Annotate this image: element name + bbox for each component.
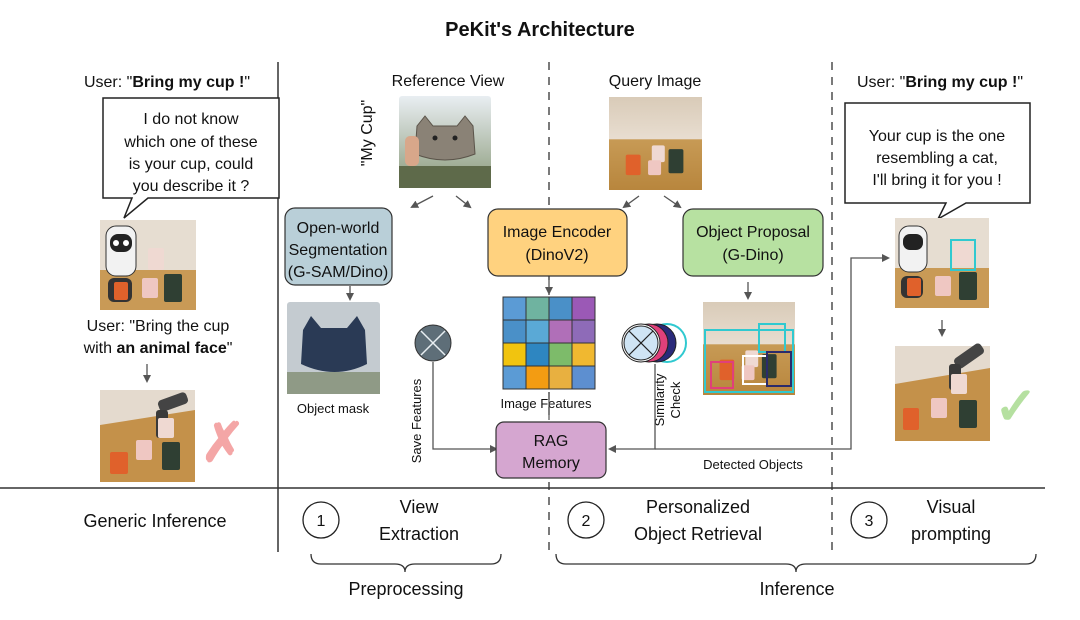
segmentation-box-fill (284, 207, 393, 286)
query-to-encoder-arrow (622, 195, 640, 209)
feature-cell (525, 342, 550, 367)
feature-cell (571, 342, 596, 367)
segmentation-line-3: (G-SAM/Dino) (288, 264, 388, 281)
right-bubble-line-2: resembling a cat, (876, 150, 998, 167)
fail-x-icon: ✗ (200, 413, 245, 473)
image-encoder-box: Image Encoder (DinoV2) (487, 208, 628, 277)
object-proposal-line-1: Object Proposal (696, 224, 810, 241)
step-1-line-2: Extraction (379, 524, 459, 544)
segmentation-line-1: Open-world (297, 220, 380, 237)
rag-memory-line-2: Memory (522, 455, 580, 472)
object-proposal-box: Object Proposal (G-Dino) (682, 208, 824, 277)
step-3-number: 3 (865, 513, 874, 530)
right-robot-speech-bubble: Your cup is the one resembling a cat, I'… (844, 102, 1031, 221)
generic-inference-label: Generic Inference (83, 511, 226, 531)
detected-objects-photo (703, 302, 795, 395)
feature-cell (502, 342, 527, 367)
left-scene-photo-robot (100, 220, 196, 310)
left-bubble-line-1: I do not know (143, 111, 239, 128)
step-2-circle (567, 501, 605, 539)
left-bubble-line-2: which one of these (123, 134, 258, 151)
preprocessing-brace (310, 553, 502, 573)
inference-label: Inference (759, 579, 834, 599)
save-features-label: Save Features (409, 378, 424, 463)
image-encoder-line-2: (DinoV2) (525, 247, 588, 264)
detected-objects-arrow (655, 254, 890, 450)
feature-cell (525, 365, 550, 390)
feature-cell (502, 319, 527, 344)
feature-cell (548, 342, 573, 367)
image-encoder-box-fill (487, 208, 628, 277)
left-bubble-line-3: is your cup, could (129, 156, 254, 173)
query-image-photo (609, 97, 702, 190)
feature-cell (548, 319, 573, 344)
object-mask-label: Object mask (297, 401, 370, 416)
success-check-icon: ✓ (994, 378, 1038, 436)
my-cup-label: "My Cup" (359, 100, 376, 166)
left-scene-photo-wrong-grasp (100, 390, 195, 482)
similarity-check-icon (621, 323, 687, 363)
object-mask-photo (287, 302, 380, 394)
right-bubble-line-1: Your cup is the one (869, 128, 1006, 145)
feature-cell (571, 319, 596, 344)
step-3: 3 Visual prompting (850, 497, 991, 544)
left-user-clarification-line-1: User: "Bring the cup (87, 318, 230, 335)
step-2-number: 2 (582, 513, 591, 530)
image-encoder-line-1: Image Encoder (503, 224, 612, 241)
rag-memory-box: RAG Memory (495, 421, 607, 479)
query-to-proposal-arrow (663, 195, 682, 209)
feature-cell (548, 296, 573, 321)
step-2: 2 Personalized Object Retrieval (567, 497, 762, 544)
step-1-number: 1 (317, 513, 326, 530)
save-features-arrow (432, 362, 498, 453)
step-3-line-1: Visual (927, 497, 976, 517)
rag-memory-line-1: RAG (534, 433, 569, 450)
feature-cell (525, 296, 550, 321)
object-proposal-line-2: (G-Dino) (722, 247, 783, 264)
right-user-request: User: "Bring my cup !" (857, 74, 1023, 91)
similarity-check-label-line-2: Check (668, 381, 683, 418)
step-1-circle (302, 501, 340, 539)
similarity-to-rag-arrow (608, 364, 656, 453)
step-1: 1 View Extraction (302, 497, 459, 544)
rag-memory-box-fill (495, 421, 607, 479)
step-3-circle (850, 501, 888, 539)
step-2-line-1: Personalized (646, 497, 750, 517)
step-2-line-2: Object Retrieval (634, 524, 762, 544)
feature-cell (571, 365, 596, 390)
step-3-line-2: prompting (911, 524, 991, 544)
left-user-request: User: "Bring my cup !" (84, 74, 250, 91)
detected-objects-label: Detected Objects (703, 457, 803, 472)
image-features-grid (502, 296, 596, 390)
feature-cell (571, 296, 596, 321)
ref-to-encoder-arrow (455, 195, 472, 209)
feature-cell (502, 365, 527, 390)
image-features-label: Image Features (500, 396, 592, 411)
similarity-check-label-line-1: Similarity (652, 373, 667, 426)
preprocessing-label: Preprocessing (348, 579, 463, 599)
inference-brace (555, 553, 1037, 573)
ref-to-seg-arrow (410, 195, 434, 208)
diagram-title: PeKit's Architecture (445, 19, 635, 41)
reference-view-photo (399, 96, 491, 188)
reference-view-label: Reference View (392, 73, 505, 90)
feature-cell (525, 319, 550, 344)
right-scene-photo-correct-grasp (895, 343, 990, 441)
left-user-clarification-line-2: with an animal face" (83, 340, 233, 357)
right-bubble-line-3: I'll bring it for you ! (872, 172, 1001, 189)
feature-cell (548, 365, 573, 390)
query-image-label: Query Image (609, 73, 702, 90)
feature-cell (502, 296, 527, 321)
segmentation-line-2: Segmentation (289, 242, 388, 259)
object-proposal-box-fill (682, 208, 824, 277)
segmentation-box: Open-world Segmentation (G-SAM/Dino) (284, 207, 393, 286)
step-1-line-1: View (400, 497, 440, 517)
left-bubble-line-4: you describe it ? (133, 178, 250, 195)
left-robot-speech-bubble: I do not know which one of these is your… (102, 97, 280, 219)
save-features-icon (414, 324, 452, 362)
right-scene-photo-robot (895, 218, 989, 308)
